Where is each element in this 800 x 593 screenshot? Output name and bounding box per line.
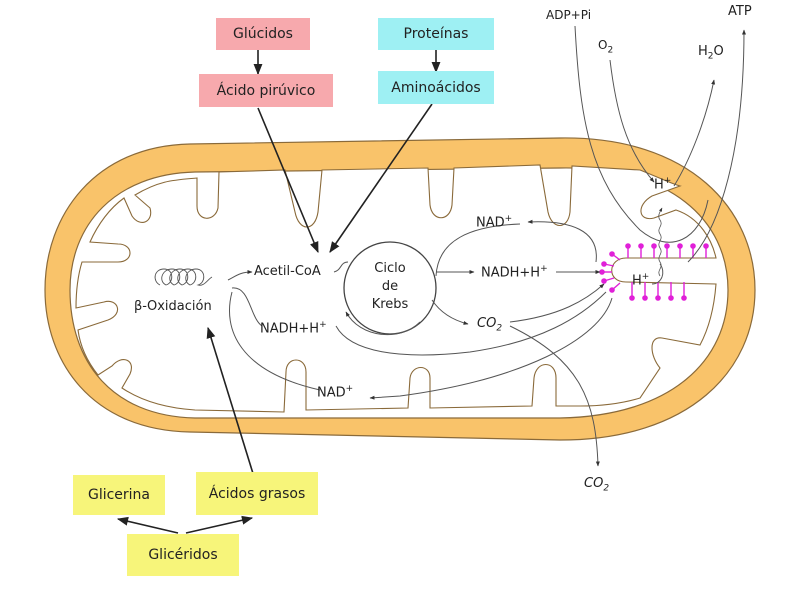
atp-synthase-head [668, 295, 674, 301]
thin-pathways [154, 25, 746, 467]
acido-piruvico-box: Ácido pirúvico [199, 74, 333, 107]
atp-synthase-head [681, 295, 687, 301]
atp-synthase-head [642, 295, 648, 301]
krebs-to-nad [435, 223, 521, 277]
krebs-return-arrow [345, 311, 421, 336]
atp-synthase-head [629, 295, 635, 301]
glicerina-label: Glicerina [87, 487, 151, 503]
proton-wave [658, 207, 663, 277]
aminoacidos-box: Aminoácidos [378, 71, 494, 104]
adp-line [574, 25, 709, 243]
atp-synthase-head [601, 261, 607, 267]
atp-synthase-head [609, 287, 615, 293]
betaox-to-nadh [231, 287, 263, 327]
acetilcoa-to-krebs [333, 261, 349, 273]
inner-membrane-cristae [75, 164, 717, 413]
o2-label: O2 [598, 38, 614, 56]
atp-synthase-head [690, 243, 696, 249]
co2-inner-label: CO2 [477, 316, 503, 334]
krebs-cycle-circle [343, 241, 437, 335]
nad-top-label: NAD+ [476, 214, 513, 231]
atp-synthase-head [655, 295, 661, 301]
nadh-left-label: NADH+H+ [260, 320, 327, 337]
nad-bottom-label: NAD+ [317, 384, 354, 401]
glicerina-box: Glicerina [73, 475, 165, 515]
gliceridos-label: Glicéridos [148, 547, 218, 563]
atp-label: ATP [728, 4, 752, 19]
krebs-cycle-label: Ciclo de Krebs [371, 261, 409, 312]
betaox-to-nad-loop [228, 291, 321, 391]
o2-line [609, 59, 655, 183]
acido-piruvico-label: Ácido pirúvico [216, 82, 316, 99]
proteinas-label: Proteínas [403, 26, 469, 42]
arrow-gliceridos-to-glicerina [116, 516, 179, 534]
atp-synthase-head [664, 243, 670, 249]
proteinas-box: Proteínas [378, 18, 494, 50]
aminoacidos-label: Aminoácidos [391, 79, 481, 96]
arrow-piruvico-to-acetilcoa [257, 107, 319, 254]
nadh-left-to-synthase [335, 291, 607, 356]
h-plus-upper-label: H+ [654, 176, 672, 193]
h-to-h2o [673, 79, 716, 187]
atp-synthase-head [703, 243, 709, 249]
atp-synthase-head [638, 243, 644, 249]
glucidos-box: Glúcidos [216, 18, 310, 50]
nadh-right-label: NADH+H+ [481, 264, 548, 281]
atp-synthase-head [651, 243, 657, 249]
arrow-aminoacidos-to-acetilcoa [329, 103, 433, 253]
atp-synthase-head [599, 269, 605, 275]
atp-synthase-particles [599, 243, 709, 301]
beta-oxidation-spiral [154, 268, 213, 286]
acetil-coa-label: Acetil-CoA [254, 264, 321, 279]
atp-synthase-head [609, 251, 615, 257]
acidos-grasos-box: Ácidos grasos [196, 472, 318, 515]
atp-synthase-head [601, 278, 607, 284]
spiral-to-acetilcoa [227, 270, 253, 281]
adp-pi-label: ADP+Pi [546, 8, 592, 22]
beta-oxidacion-label: β-Oxidación [134, 299, 212, 314]
atp-synthase-head [677, 243, 683, 249]
co2-outer-label: CO2 [584, 476, 610, 494]
h-lower-hook [651, 263, 664, 285]
synthase-to-nad-bottom [369, 297, 613, 400]
arrow-acidosgrasos-to-betaox [206, 326, 256, 481]
atp-synthase-head [625, 243, 631, 249]
glucidos-label: Glúcidos [233, 26, 293, 42]
h-plus-lower-label: H+ [632, 272, 650, 289]
atp-line [687, 29, 746, 263]
h2o-label: H2O [698, 44, 724, 62]
co2-exit [509, 325, 600, 467]
gliceridos-box: Glicéridos [127, 534, 239, 576]
nad-return [527, 219, 597, 263]
acidos-grasos-label: Ácidos grasos [208, 485, 306, 502]
krebs-to-co2 [431, 299, 469, 325]
co2-to-synthase [509, 283, 605, 323]
arrow-gliceridos-to-acidosgrasos [185, 515, 254, 534]
heavy-arrows [116, 50, 441, 534]
